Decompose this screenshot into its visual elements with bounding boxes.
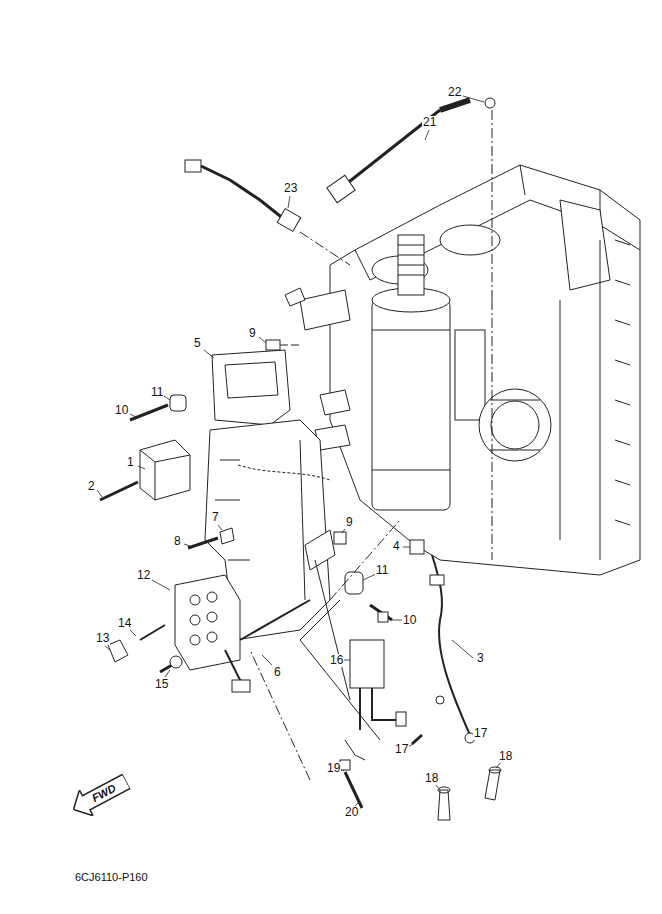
- callout-number: 14: [117, 617, 132, 630]
- callout-number: 18: [424, 772, 439, 785]
- callout-number: 20: [344, 806, 359, 819]
- callout-number: 6: [273, 666, 282, 679]
- callout-number: 3: [476, 652, 485, 665]
- callout-number: 9: [345, 516, 354, 529]
- diagram-code: 6CJ6110-P160: [74, 871, 149, 884]
- callout-number: 17: [394, 743, 409, 756]
- callout-number: 5: [193, 337, 202, 350]
- callout-number: 11: [375, 564, 389, 577]
- forward-arrow: FWD: [67, 769, 134, 823]
- callout-number: 12: [136, 569, 151, 582]
- callout-number: 15: [154, 678, 169, 691]
- callout-number: 8: [173, 535, 182, 548]
- callout-number: 17: [473, 727, 488, 740]
- callout-number: 11: [150, 386, 164, 399]
- callout-number: 16: [329, 654, 344, 667]
- callout-number: 18: [498, 750, 513, 763]
- callout-number: 2: [87, 480, 96, 493]
- callout-number: 9: [248, 327, 257, 340]
- callout-number: 4: [392, 540, 401, 553]
- callout-number: 1: [126, 456, 135, 469]
- callout-number: 10: [402, 614, 417, 627]
- callout-number: 21: [422, 116, 437, 129]
- callout-number: 10: [114, 404, 129, 417]
- callout-number: 19: [326, 762, 341, 775]
- callout-number: 7: [211, 511, 220, 524]
- callout-number: 23: [283, 182, 298, 195]
- callout-number: 22: [447, 86, 462, 99]
- callout-number: 13: [95, 632, 110, 645]
